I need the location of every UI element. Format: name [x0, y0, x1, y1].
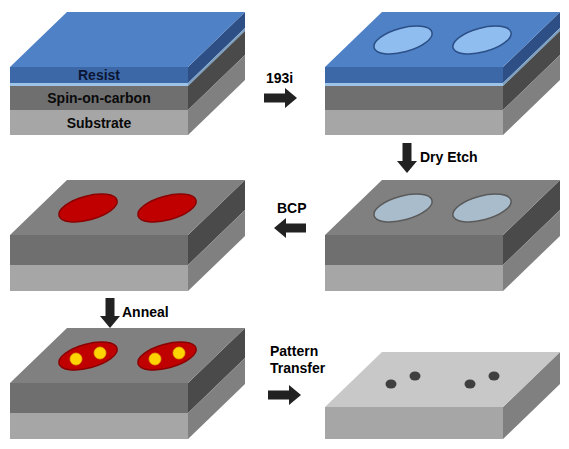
layer-label: Resist — [78, 67, 120, 83]
layer-label: Substrate — [67, 115, 132, 131]
bcp-fill — [56, 337, 120, 376]
step-label: 193i — [266, 70, 293, 87]
layer-side — [188, 55, 245, 135]
step-label: BCP — [277, 200, 307, 217]
layer-front — [325, 83, 503, 86]
wafer-stack — [325, 12, 560, 135]
transferred-hole — [465, 380, 476, 389]
step-label: Pattern Transfer — [270, 343, 350, 377]
wafer-stack — [10, 328, 245, 439]
cylinder-domain — [149, 353, 161, 365]
layer-top — [325, 352, 560, 407]
step-arrow — [264, 88, 297, 108]
layer-band: Spin-on-carbon — [10, 86, 188, 110]
layer-front — [325, 235, 503, 265]
cylinder-domain — [70, 353, 82, 365]
layer-top — [10, 328, 245, 383]
wafer-stack — [325, 180, 560, 291]
layer-front — [10, 383, 188, 413]
step-label: Dry Etch — [420, 149, 478, 166]
layer-top — [325, 180, 560, 235]
layer-label: Spin-on-carbon — [47, 90, 150, 106]
layer-band: Substrate — [10, 110, 188, 135]
bcp-fill — [56, 189, 120, 228]
layer-side — [503, 55, 560, 135]
layer-front — [325, 407, 503, 439]
etched-trench — [450, 189, 514, 228]
layer-band: Resist — [10, 67, 188, 83]
etched-trench — [371, 189, 435, 228]
layer-front — [325, 110, 503, 135]
layer-top — [10, 180, 245, 235]
layer-front — [10, 83, 188, 86]
layer-front — [325, 67, 503, 83]
layer-front — [10, 110, 188, 135]
layer-front — [325, 86, 503, 110]
step-arrow — [397, 143, 417, 173]
layer-top — [325, 12, 560, 67]
step-arrow — [274, 218, 306, 238]
transferred-hole — [489, 372, 500, 381]
transferred-hole — [410, 372, 421, 381]
layer-front — [10, 67, 188, 83]
bcp-fill — [135, 337, 199, 376]
layer-front — [10, 265, 188, 291]
cylinder-domain — [173, 347, 185, 359]
layer-front — [10, 86, 188, 110]
cylinder-domain — [94, 347, 106, 359]
layer-top — [10, 12, 245, 67]
wafer-stack — [10, 180, 245, 291]
wafer-stack — [10, 12, 245, 135]
step-arrow — [100, 298, 120, 328]
step-label: Anneal — [122, 304, 169, 321]
wafer-stack — [325, 352, 560, 439]
resist-opening — [450, 21, 514, 60]
layer-front — [10, 235, 188, 265]
resist-opening — [371, 21, 435, 60]
bcp-fill — [135, 189, 199, 228]
step-arrow — [268, 385, 301, 405]
transferred-hole — [386, 380, 397, 389]
layer-front — [10, 413, 188, 439]
layer-front — [325, 265, 503, 291]
